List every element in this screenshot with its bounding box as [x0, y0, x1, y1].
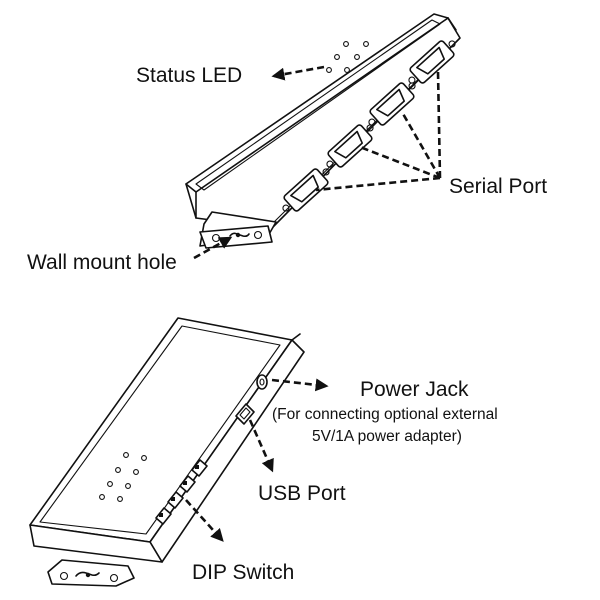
- power-jack-note-line1: (For connecting optional external: [272, 406, 498, 423]
- usb-port-arrow: [248, 419, 274, 473]
- status-led-label: Status LED: [136, 64, 242, 87]
- power-jack-arrow: [271, 378, 329, 392]
- bottom-wall-mount-bracket: [47, 559, 135, 587]
- status-led-dots: [326, 41, 369, 73]
- top-device: Status LED Serial Port Wall mount hole: [27, 13, 547, 274]
- status-led-arrow: [271, 65, 325, 81]
- wall-mount-arrow: [193, 236, 233, 260]
- power-jack: [256, 374, 268, 390]
- usb-port-label: USB Port: [258, 482, 346, 505]
- serial-port-label: Serial Port: [449, 175, 547, 198]
- dip-switch-arrow: [185, 499, 224, 542]
- wall-mount-hole-label: Wall mount hole: [27, 251, 177, 274]
- bottom-device: Power Jack (For connecting optional exte…: [29, 317, 498, 587]
- serial-port-1: [282, 168, 330, 212]
- power-jack-label: Power Jack: [360, 378, 469, 401]
- dip-switch: [155, 459, 208, 525]
- serial-port-2: [326, 124, 374, 168]
- dip-switch-label: DIP Switch: [192, 561, 294, 584]
- bottom-device-top-face: [29, 317, 293, 543]
- serial-port-4: [408, 40, 456, 84]
- bottom-device-top-panel: [39, 325, 281, 535]
- power-jack-note-line2: 5V/1A power adapter): [312, 428, 462, 445]
- top-device-top-panel: [195, 19, 441, 191]
- serial-port-3: [368, 82, 416, 126]
- serial-port-callouts: [315, 71, 442, 192]
- bottom-led-dots: [99, 452, 147, 502]
- top-device-side-face: [185, 17, 461, 229]
- usb-port: [235, 403, 255, 425]
